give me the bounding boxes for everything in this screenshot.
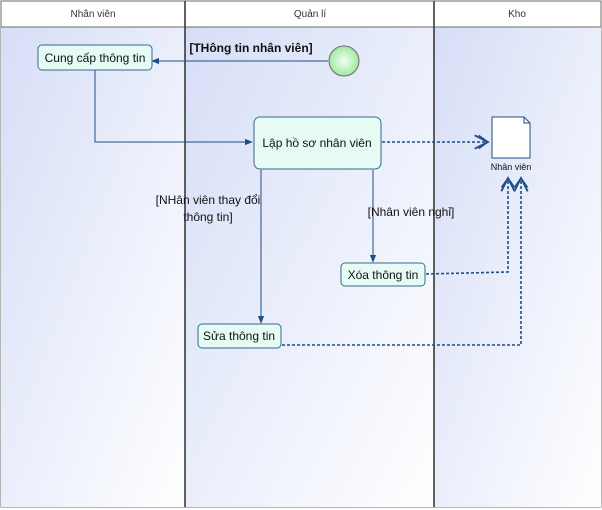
lane-header-quan-li: Quản lí xyxy=(294,9,326,20)
guard-employee-change-line1: [NHân viên thay đổi xyxy=(156,193,261,207)
control-flows xyxy=(94,57,377,324)
lane-nhan-vien xyxy=(1,27,185,507)
flow-provide-to-profile xyxy=(94,70,253,146)
activity-edit-info: Sửa thông tin xyxy=(197,323,282,349)
lane-header-kho: Kho xyxy=(508,9,526,20)
activity-provide-info-label: Cung cấp thông tin xyxy=(45,51,146,65)
activity-provide-info: Cung cấp thông tin xyxy=(37,44,153,71)
guard-employee-info: [THông tin nhân viên] xyxy=(189,41,312,55)
activity-create-profile-label: Lập hồ sơ nhân viên xyxy=(262,136,371,150)
object-employee: Nhân viên xyxy=(491,116,532,172)
activity-edit-info-label: Sửa thông tin xyxy=(203,329,275,343)
objflow-delete-to-employee xyxy=(425,178,508,275)
guard-employee-quit: [Nhân viên nghỉ] xyxy=(368,205,455,219)
lane-header-nhan-vien: Nhân viên xyxy=(70,9,115,20)
object-employee-label: Nhân viên xyxy=(491,162,532,172)
object-flows xyxy=(282,142,521,346)
objflow-edit-to-employee xyxy=(282,178,521,346)
guard-employee-change-line2: thông tin] xyxy=(183,210,232,224)
activity-create-profile: Lập hồ sơ nhân viên xyxy=(253,116,382,170)
document-icon xyxy=(491,116,531,159)
activity-delete-info: Xóa thông tin xyxy=(340,262,426,287)
lane-kho xyxy=(434,27,601,507)
activity-delete-info-label: Xóa thông tin xyxy=(348,268,419,282)
start-node xyxy=(328,45,360,77)
